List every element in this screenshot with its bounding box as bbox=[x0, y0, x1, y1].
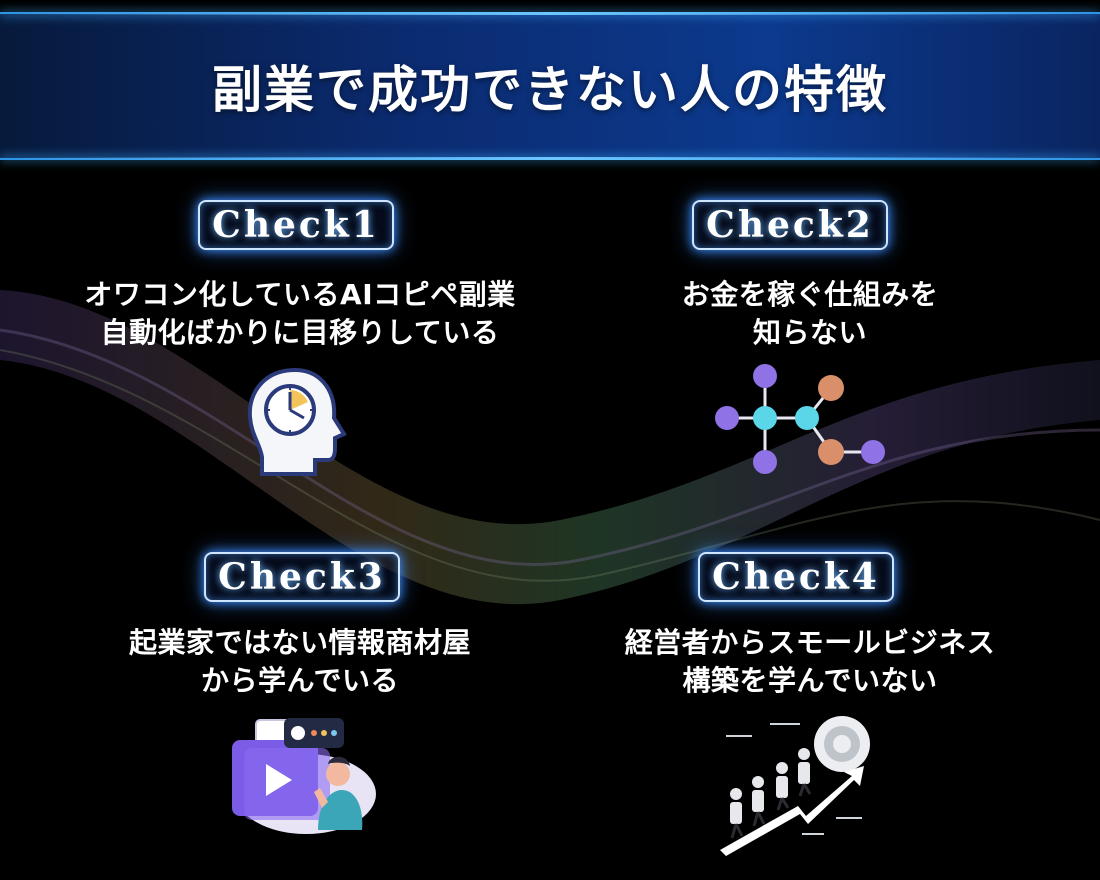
check4-line1: 経営者からスモールビジネス bbox=[624, 626, 996, 659]
check4-badge: Check4 bbox=[698, 552, 894, 602]
check3-badge: Check3 bbox=[204, 552, 400, 602]
check2-badge: Check2 bbox=[692, 200, 888, 250]
check4-description: 経営者からスモールビジネス 構築を学んでいない bbox=[540, 624, 1080, 700]
head-clock-icon bbox=[247, 367, 347, 476]
check3-line2: から学んでいる bbox=[200, 664, 400, 697]
check2-description: お金を稼ぐ仕組みを 知らない bbox=[540, 276, 1080, 352]
title-banner bbox=[0, 12, 1100, 160]
check2-line1: お金を稼ぐ仕組みを bbox=[681, 278, 939, 311]
check1-badge: Check1 bbox=[198, 200, 394, 250]
video-learning-icon bbox=[232, 718, 376, 834]
check4-line2: 構築を学んでいない bbox=[682, 664, 938, 697]
network-nodes-icon bbox=[715, 364, 885, 474]
check1-line1: オワコン化しているAIコピペ副業 bbox=[84, 278, 516, 311]
check1-line2: 自動化ばかりに目移りしている bbox=[100, 316, 500, 349]
page-title: 副業で成功できない人の特徴 bbox=[212, 60, 888, 119]
check3-line1: 起業家ではない情報商材屋 bbox=[128, 626, 471, 659]
business-growth-target-icon bbox=[720, 716, 870, 856]
check2-line2: 知らない bbox=[752, 316, 867, 349]
check3-description: 起業家ではない情報商材屋 から学んでいる bbox=[20, 624, 580, 700]
check1-description: オワコン化しているAIコピペ副業 自動化ばかりに目移りしている bbox=[20, 276, 580, 352]
